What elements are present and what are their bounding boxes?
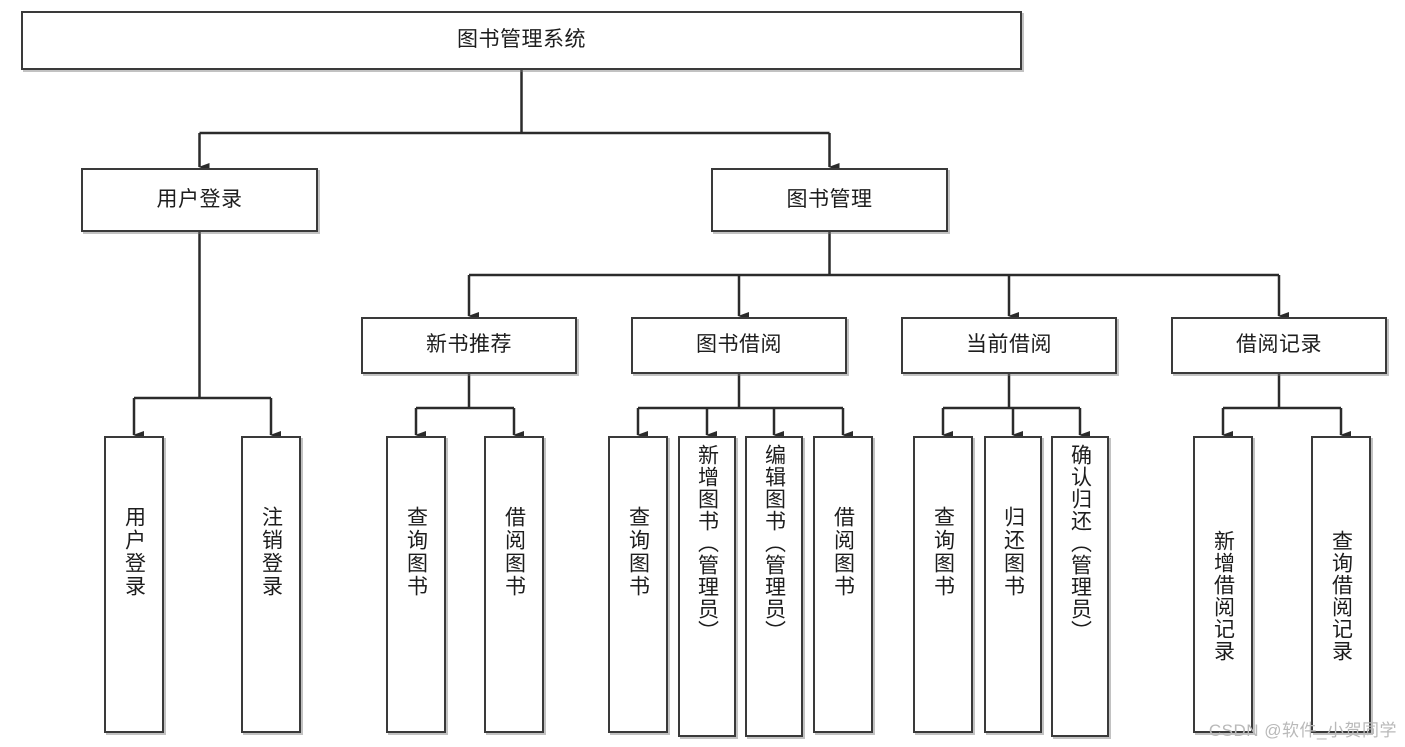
node-user-login[interactable]: 用户登录 bbox=[81, 168, 318, 232]
node-label: 借阅记录 bbox=[1236, 333, 1322, 357]
node-leaf-return-book[interactable]: 归还图书 bbox=[984, 436, 1042, 733]
node-leaf-query-book-3[interactable]: 查询图书 bbox=[913, 436, 973, 733]
node-label: 图书借阅 bbox=[696, 333, 782, 357]
node-label: 用户登录 bbox=[122, 506, 146, 598]
watermark-text: CSDN @软件_小贺同学 bbox=[1208, 721, 1397, 740]
node-label: 当前借阅 bbox=[966, 333, 1052, 357]
node-leaf-query-book-2[interactable]: 查询图书 bbox=[608, 436, 668, 733]
node-label: 查询图书 bbox=[404, 506, 428, 598]
node-label: 查询借阅记录 bbox=[1329, 530, 1353, 662]
node-label: 新增借阅记录 bbox=[1211, 530, 1235, 662]
node-label: 确认归还（管理员） bbox=[1068, 444, 1092, 642]
node-label: 注销登录 bbox=[259, 506, 283, 598]
node-leaf-add-book[interactable]: 新增图书（管理员） bbox=[678, 436, 736, 737]
node-leaf-edit-book[interactable]: 编辑图书（管理员） bbox=[745, 436, 803, 737]
node-current-borrow[interactable]: 当前借阅 bbox=[901, 317, 1117, 374]
node-label: 借阅图书 bbox=[831, 506, 855, 598]
node-label: 借阅图书 bbox=[502, 506, 526, 598]
node-label: 新增图书（管理员） bbox=[695, 444, 719, 642]
node-leaf-user-login[interactable]: 用户登录 bbox=[104, 436, 164, 733]
node-leaf-borrow-book-2[interactable]: 借阅图书 bbox=[813, 436, 873, 733]
node-leaf-add-record[interactable]: 新增借阅记录 bbox=[1193, 436, 1253, 733]
node-book-borrow[interactable]: 图书借阅 bbox=[631, 317, 847, 374]
node-new-book-rec[interactable]: 新书推荐 bbox=[361, 317, 577, 374]
node-root[interactable]: 图书管理系统 bbox=[21, 11, 1022, 70]
node-label: 新书推荐 bbox=[426, 333, 512, 357]
node-label: 用户登录 bbox=[156, 187, 243, 211]
node-leaf-query-book-1[interactable]: 查询图书 bbox=[386, 436, 446, 733]
node-label: 归还图书 bbox=[1001, 506, 1025, 598]
node-label: 图书管理 bbox=[786, 187, 873, 211]
edge-lines bbox=[132, 70, 1351, 439]
node-leaf-query-record[interactable]: 查询借阅记录 bbox=[1311, 436, 1371, 733]
node-leaf-borrow-book-1[interactable]: 借阅图书 bbox=[484, 436, 544, 733]
node-label: 编辑图书（管理员） bbox=[762, 444, 786, 642]
node-leaf-confirm-return[interactable]: 确认归还（管理员） bbox=[1051, 436, 1109, 737]
node-label: 图书管理系统 bbox=[457, 28, 586, 52]
node-borrow-record[interactable]: 借阅记录 bbox=[1171, 317, 1387, 374]
node-label: 查询图书 bbox=[931, 506, 955, 598]
node-book-manage[interactable]: 图书管理 bbox=[711, 168, 948, 232]
node-label: 查询图书 bbox=[626, 506, 650, 598]
node-leaf-user-logout[interactable]: 注销登录 bbox=[241, 436, 301, 733]
